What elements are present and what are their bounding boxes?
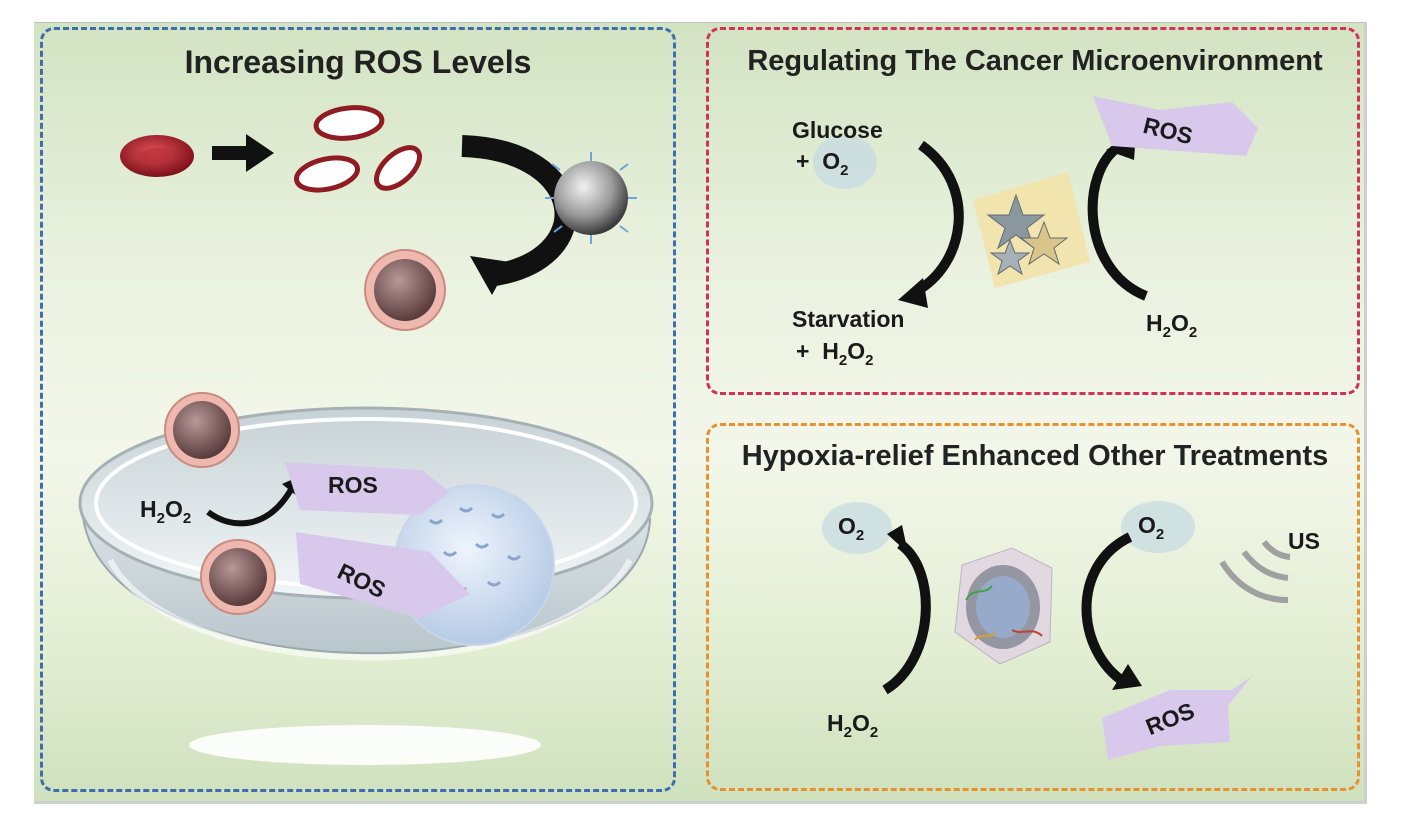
curved-arrow bbox=[1087, 141, 1149, 301]
o2-label: O2 bbox=[838, 513, 865, 544]
plus-h2o2-label: + H2O2 bbox=[796, 338, 874, 369]
curved-arrow bbox=[1081, 532, 1133, 687]
petri-shadow bbox=[189, 725, 541, 765]
panel-regulating-microenvironment bbox=[706, 27, 1360, 395]
ros-shape bbox=[296, 532, 470, 618]
panel-title-increasing-ros: Increasing ROS Levels bbox=[184, 44, 532, 80]
rbc-membrane-ghost bbox=[374, 145, 422, 191]
o2-label: O2 bbox=[1138, 512, 1165, 543]
ros-shape bbox=[1093, 96, 1258, 156]
catalyst-particle bbox=[973, 172, 1090, 288]
ros-shape bbox=[285, 462, 450, 515]
panel-title-regulating-microenvironment: Regulating The Cancer Microenvironment bbox=[747, 45, 1323, 77]
panel-title-hypoxia-relief: Hypoxia-relief Enhanced Other Treatments bbox=[741, 440, 1329, 472]
glucose-label: Glucose bbox=[792, 117, 883, 143]
nanozyme-star-cluster bbox=[986, 193, 1069, 276]
panel-hypoxia-relief bbox=[706, 423, 1360, 791]
starvation-label: Starvation bbox=[792, 306, 905, 332]
h2o2-label: H2O2 bbox=[140, 496, 192, 527]
curved-arrow bbox=[206, 486, 295, 527]
plus-o2-label: + O2 bbox=[796, 148, 849, 179]
h2o2-label: H2O2 bbox=[1146, 310, 1198, 341]
ultrasound-waves-icon bbox=[1219, 540, 1291, 603]
rbc-membrane-ghost bbox=[294, 155, 360, 193]
curved-arrow bbox=[912, 140, 964, 297]
oxygen-bubble bbox=[822, 502, 892, 554]
h2o2-label: H2O2 bbox=[827, 710, 879, 741]
rbc-membrane-ghost bbox=[313, 105, 385, 141]
nanoparticle bbox=[554, 161, 628, 235]
glucose-bubble bbox=[813, 135, 877, 189]
ros-shape bbox=[1102, 676, 1252, 760]
ultrasound-label: US bbox=[1288, 528, 1320, 554]
ros-label: ROS bbox=[328, 472, 378, 498]
curved-arrow bbox=[461, 135, 577, 287]
arrow-right bbox=[212, 134, 274, 172]
oxygen-bubble bbox=[1121, 501, 1195, 553]
curved-arrow bbox=[882, 539, 931, 695]
panel-increasing-ros bbox=[40, 27, 676, 792]
